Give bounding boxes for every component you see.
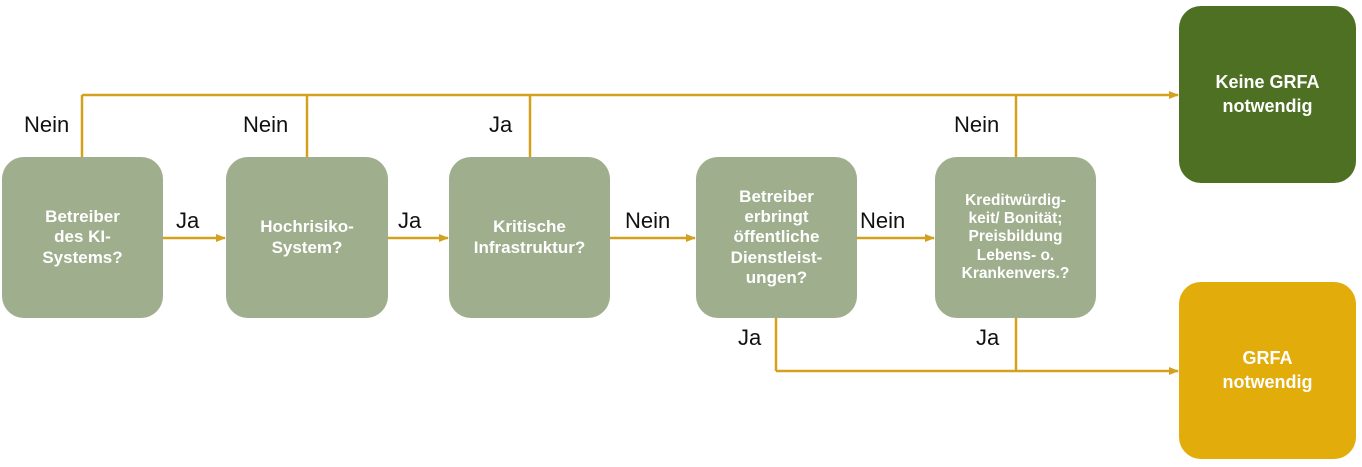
label-betreiber-to-hochrisiko-ja: Ja bbox=[176, 208, 200, 233]
node-kreditwuerdigkeit: Kreditwürdig- keit/ Bonität; Preisbildun… bbox=[935, 157, 1096, 318]
label-oeffentlich-ja: Ja bbox=[738, 325, 762, 350]
label-kredit-ja: Ja bbox=[976, 325, 1000, 350]
node-grfa-notwendig: GRFA notwendig bbox=[1179, 282, 1356, 459]
label-hochrisiko-nein: Nein bbox=[243, 112, 289, 137]
node-kritische-infrastruktur: Kritische Infrastruktur? bbox=[449, 157, 610, 318]
label-kritisch-ja: Ja bbox=[489, 112, 513, 137]
node-betreiber-label: Betreiber des KI- Systems? bbox=[42, 207, 123, 267]
node-hochrisiko-system: Hochrisiko- System? bbox=[226, 157, 388, 318]
label-betreiber-nein: Nein bbox=[24, 112, 70, 137]
label-kritisch-to-oeffentlich-nein: Nein bbox=[625, 208, 671, 233]
label-kredit-nein: Nein bbox=[954, 112, 1000, 137]
node-oeffentliche-dienstleistungen: Betreiber erbringt öffentliche Dienstlei… bbox=[696, 157, 857, 318]
node-keine-grfa-label: Keine GRFA notwendig bbox=[1215, 72, 1320, 116]
node-grfa-label: GRFA notwendig bbox=[1222, 348, 1313, 392]
node-hochrisiko-label: Hochrisiko- System? bbox=[260, 217, 354, 257]
node-oeffentlich-label: Betreiber erbringt öffentliche Dienstlei… bbox=[730, 187, 823, 287]
node-betreiber-ki-system: Betreiber des KI- Systems? bbox=[2, 157, 163, 318]
label-oeffentlich-to-kredit-nein: Nein bbox=[860, 208, 906, 233]
node-kritisch-label: Kritische Infrastruktur? bbox=[473, 217, 586, 257]
label-hochrisiko-to-kritisch-ja: Ja bbox=[398, 208, 422, 233]
node-keine-grfa-notwendig: Keine GRFA notwendig bbox=[1179, 6, 1356, 183]
node-kredit-label: Kreditwürdig- keit/ Bonität; Preisbildun… bbox=[961, 191, 1070, 282]
